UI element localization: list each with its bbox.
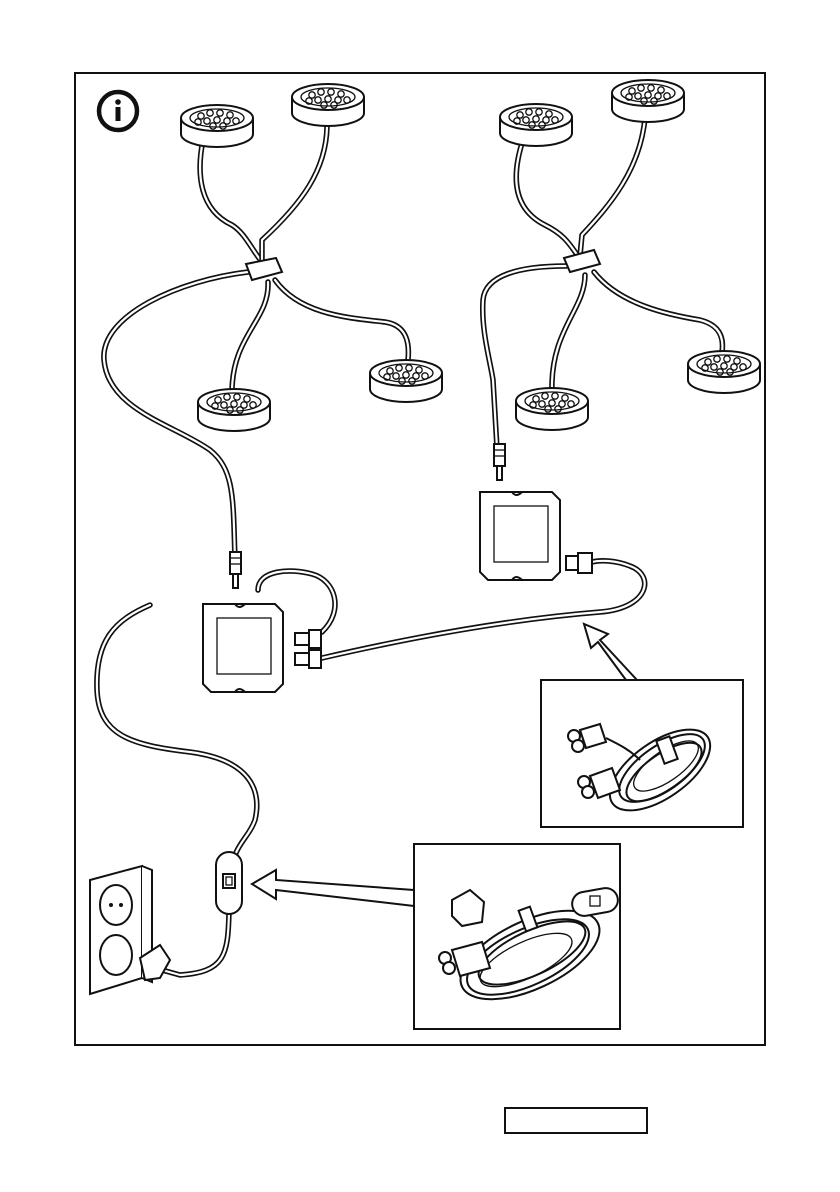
lamp-icon	[612, 80, 684, 122]
lamp-icon	[500, 104, 572, 146]
lamp-icon	[688, 351, 760, 393]
inline-switch-icon	[216, 852, 242, 914]
lamp-icon	[370, 360, 442, 402]
connector-plug-icon	[295, 630, 321, 668]
lamp-icon	[516, 388, 588, 430]
right-driver-icon	[480, 492, 560, 580]
info-icon	[99, 92, 137, 130]
wall-outlet-icon	[90, 866, 152, 994]
label-box	[504, 1107, 648, 1134]
connection-cord-box	[541, 680, 743, 827]
left-group-cables	[104, 122, 409, 560]
jack-plug-icon	[230, 552, 241, 588]
right-splitter-icon	[564, 250, 600, 272]
lamp-icon	[181, 105, 253, 147]
arrow-icon	[252, 870, 414, 906]
lamp-icon	[198, 389, 270, 431]
jack-plug-icon	[494, 444, 505, 480]
power-cord-box	[414, 844, 620, 1029]
connector-plug-icon	[566, 553, 592, 573]
left-driver-icon	[203, 604, 283, 692]
lamp-icon	[292, 84, 364, 126]
left-splitter-icon	[246, 258, 282, 280]
arrow-icon	[584, 624, 637, 680]
